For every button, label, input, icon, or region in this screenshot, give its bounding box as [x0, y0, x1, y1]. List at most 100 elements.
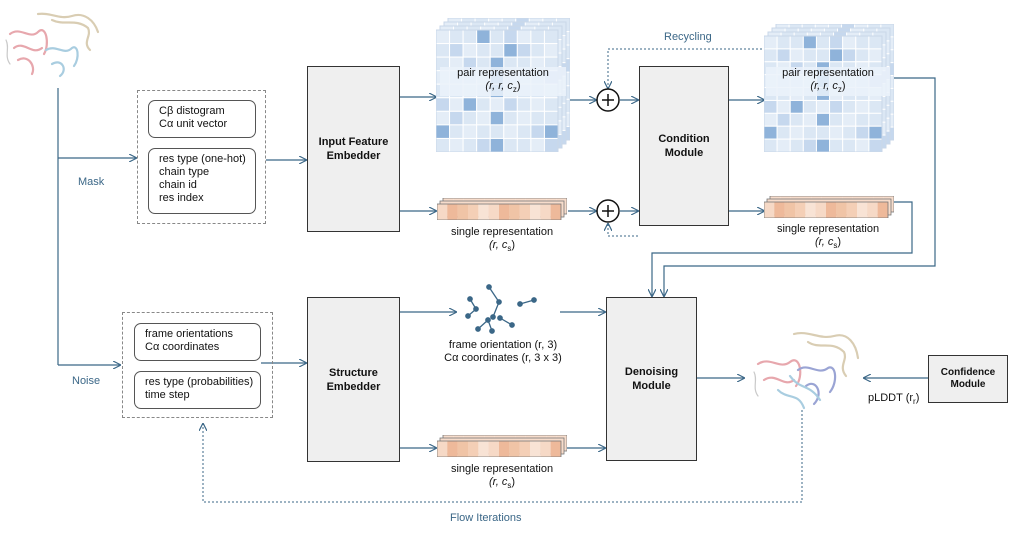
- single-rep-label-2: single representation (r, cs): [776, 223, 880, 251]
- geometry-feature-box: Cβ distogram Cα unit vector: [148, 100, 256, 138]
- pair-grid-cell: [449, 124, 464, 139]
- pair-grid-cell: [855, 48, 870, 63]
- input-protein-structure-icon: [5, 12, 100, 78]
- single-strip-cell: [877, 202, 888, 218]
- single-strip-cell: [530, 204, 541, 220]
- single-rep-label-1: single representation (r, cs): [450, 226, 554, 254]
- pair-grid-cell: [435, 110, 451, 126]
- single-strip-cell: [540, 204, 551, 220]
- pair-grid-cell: [842, 99, 857, 114]
- pair-grid-cell: [449, 110, 464, 126]
- pair-grid-cell: [516, 110, 532, 126]
- single-strip-cell: [846, 202, 857, 218]
- pair-grid-cell: [776, 48, 791, 63]
- pair-grid-cell: [776, 112, 791, 127]
- pair-grid-cell: [503, 97, 518, 112]
- plddt-label: pLDDT (rr): [868, 392, 920, 407]
- flow-iterations-label: Flow Iterations: [450, 512, 522, 524]
- pair-grid-cell: [462, 43, 478, 58]
- single-strip-cell: [805, 202, 816, 218]
- pair-grid-cell: [802, 112, 817, 127]
- single-strip-cell: [437, 441, 448, 457]
- pair-grid-cell: [543, 29, 559, 45]
- frame-orientation-label: frame orientation (r, 3) Cα coordinates …: [444, 339, 562, 364]
- pair-grid-cell: [868, 35, 883, 50]
- pair-grid-cell: [789, 112, 804, 127]
- pair-grid-cell: [802, 99, 817, 114]
- pair-grid-layer: [763, 35, 883, 153]
- pair-grid-cell: [763, 138, 778, 153]
- pair-grid-cell: [829, 48, 844, 63]
- feature-res-index: res index: [159, 192, 204, 204]
- pair-grid-cell: [868, 48, 883, 63]
- single-representation-strip-2: [763, 195, 895, 219]
- pair-grid-cell: [776, 99, 791, 114]
- pair-grid-cell: [855, 99, 870, 114]
- single-strip-cell: [509, 204, 520, 220]
- noise-label: Noise: [72, 375, 101, 387]
- mask-label: Mask: [78, 176, 105, 188]
- pair-grid-cell: [543, 124, 559, 139]
- feature-cb-distogram: Cβ distogram: [159, 105, 225, 117]
- pair-grid-stack: [763, 23, 895, 153]
- single-strip-cell: [488, 204, 499, 220]
- single-strip-cell: [836, 202, 847, 218]
- pair-grid-cell: [815, 35, 831, 50]
- single-strip-cell: [550, 441, 561, 457]
- pair-grid-cell: [868, 112, 883, 127]
- pair-grid-cell: [503, 137, 518, 153]
- pair-grid-cell: [543, 137, 559, 153]
- single-strip-cell: [488, 441, 499, 457]
- single-strip-cell: [784, 202, 795, 218]
- pair-grid-cell: [776, 138, 791, 153]
- pair-grid-cell: [763, 99, 778, 114]
- pair-grid-cell: [489, 124, 505, 139]
- pair-grid-cell: [543, 97, 559, 112]
- pair-grid-cell: [530, 110, 545, 126]
- pair-grid-cell: [829, 99, 844, 114]
- feature-ca-unit-vector: Cα unit vector: [159, 118, 228, 130]
- pair-grid-cell: [763, 125, 778, 140]
- pair-grid-cell: [530, 29, 545, 45]
- pair-grid-cell: [868, 138, 883, 153]
- single-strip-stack: [436, 197, 568, 221]
- pair-grid-cell: [789, 48, 804, 63]
- pair-grid-cell: [462, 137, 478, 153]
- pair-grid-cell: [449, 137, 464, 153]
- pair-grid-cell: [489, 43, 505, 58]
- pair-grid-cell: [476, 110, 491, 126]
- single-strip-cell: [530, 441, 541, 457]
- pair-grid-cell: [449, 29, 464, 45]
- add-circle-bottom: [596, 199, 620, 223]
- single-strip-cell: [857, 202, 868, 218]
- feature-chain-id: chain id: [159, 179, 197, 191]
- feature-res-type: res type (one-hot): [159, 153, 246, 165]
- single-strip-cell: [867, 202, 878, 218]
- pair-grid-cell: [516, 97, 532, 112]
- pair-grid-cell: [842, 138, 857, 153]
- pair-grid-cell: [842, 35, 857, 50]
- pair-grid-cell: [435, 124, 451, 139]
- pair-grid-cell: [449, 97, 464, 112]
- pair-grid-cell: [503, 43, 518, 58]
- structure-residue-box: res type (probabilities) time step: [134, 371, 261, 409]
- pair-grid-cell: [802, 125, 817, 140]
- pair-grid-cell: [435, 29, 451, 45]
- single-strip-cell: [795, 202, 806, 218]
- pair-rep-label-2: pair representation (r, r, cz): [766, 67, 890, 97]
- pair-grid-cell: [855, 112, 870, 127]
- pair-grid-cell: [829, 138, 844, 153]
- pair-grid-cell: [462, 29, 478, 45]
- pair-grid-cell: [530, 137, 545, 153]
- single-representation-strip-1: [436, 197, 568, 221]
- pair-grid-cell: [829, 35, 844, 50]
- pair-grid-cell: [489, 137, 505, 153]
- single-rep-label-3: single representation (r, cs): [450, 463, 554, 491]
- pair-representation-grid-2: [763, 23, 895, 153]
- pair-grid-cell: [476, 43, 491, 58]
- pair-grid-cell: [829, 112, 844, 127]
